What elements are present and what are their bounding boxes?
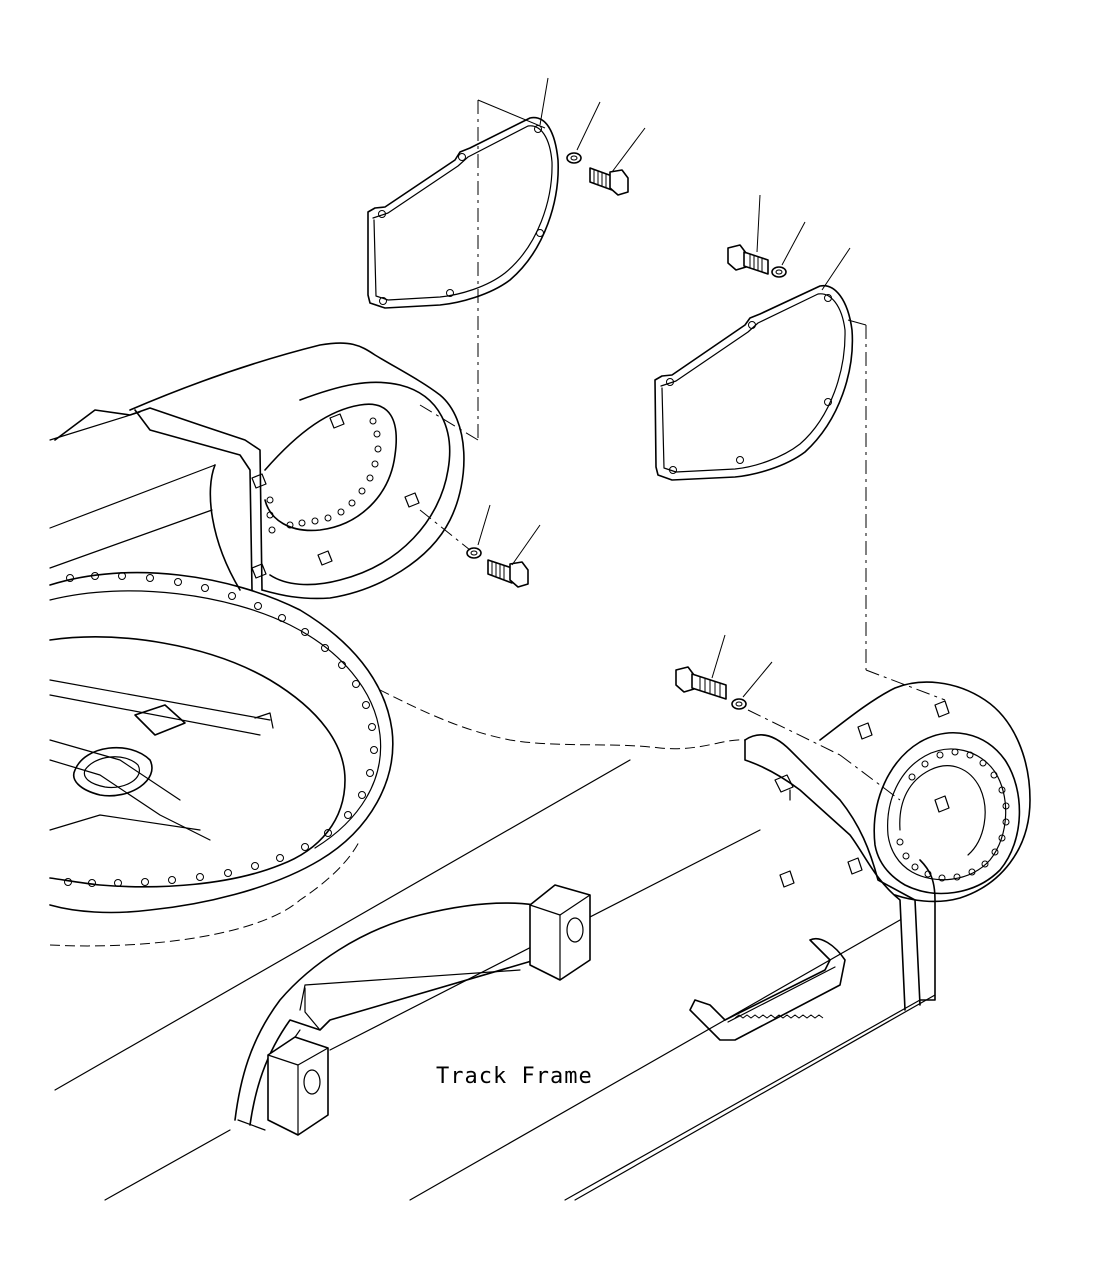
washer-4 [731, 698, 747, 710]
washer-2 [466, 547, 482, 559]
bolt-2 [487, 559, 529, 588]
track-frame-label: Track Frame [436, 1064, 593, 1089]
bolt-3 [727, 244, 769, 275]
washer-1 [566, 152, 582, 164]
bolt-4 [675, 666, 727, 700]
right-cover-plate [654, 284, 854, 481]
left-cover-plate [367, 116, 559, 309]
guard-block-upper [529, 884, 591, 981]
washer-3 [771, 266, 787, 278]
track-frame [49, 342, 1031, 1201]
bolt-1 [589, 167, 629, 196]
guard-block-lower [267, 1036, 329, 1136]
